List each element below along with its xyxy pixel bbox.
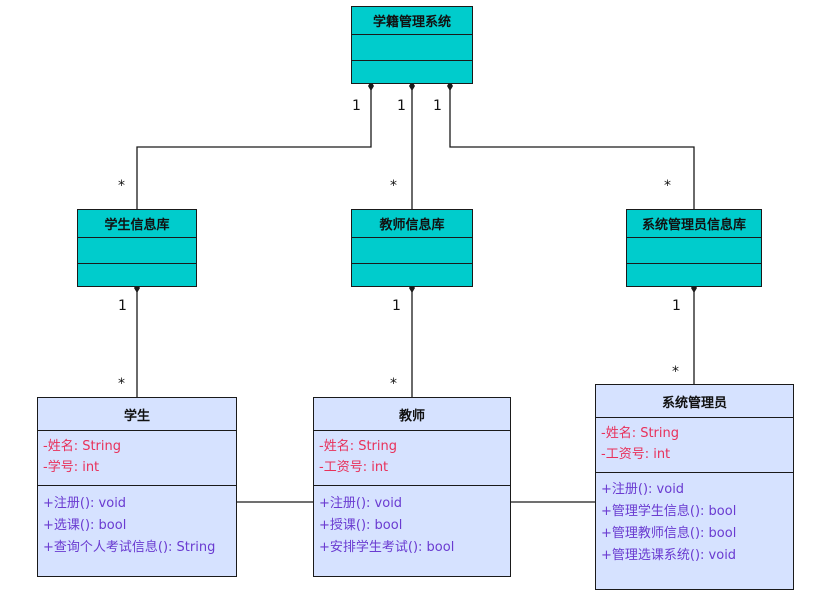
admin-class[interactable]: 系统管理员 -姓名: String -工资号: int +注册(): void … [595, 384, 794, 590]
multiplicity-sys-teacher-one: 1 [397, 98, 406, 114]
multiplicity-sys-admin-many: * [664, 178, 671, 194]
composition-sys-admin-repo [449, 86, 695, 210]
admin-repository-class[interactable]: 系统管理员信息库 [626, 209, 762, 287]
admin-operations-section: +注册(): void +管理学生信息(): bool +管理教师信息(): b… [596, 473, 793, 567]
teacher-repository-class[interactable]: 教师信息库 [351, 209, 473, 287]
admin-attribute: -工资号: int [601, 447, 671, 462]
admin-operation: +管理选课系统(): void [601, 548, 737, 563]
multiplicity-repo-student-one: 1 [118, 298, 127, 314]
multiplicity-sys-student-many: * [118, 178, 125, 194]
student-operation: +选课(): bool [43, 518, 127, 533]
multiplicity-sys-admin-one: 1 [433, 98, 442, 114]
multiplicity-repo-student-many: * [118, 376, 125, 392]
student-operation: +注册(): void [43, 496, 127, 511]
admin-repository-name: 系统管理员信息库 [627, 210, 761, 238]
system-operations-section [352, 61, 472, 84]
student-repository-class[interactable]: 学生信息库 [77, 209, 197, 287]
multiplicity-repo-teacher-many: * [390, 376, 397, 392]
admin-attributes-section: -姓名: String -工资号: int [596, 418, 793, 473]
teacher-operation: +安排学生考试(): bool [319, 540, 455, 555]
teacher-repository-name: 教师信息库 [352, 210, 472, 238]
admin-operation: +管理教师信息(): bool [601, 526, 737, 541]
multiplicity-sys-student-one: 1 [352, 98, 361, 114]
system-class[interactable]: 学籍管理系统 [351, 6, 473, 84]
student-class-name: 学生 [38, 398, 236, 431]
student-attribute: -学号: int [43, 460, 100, 475]
multiplicity-sys-teacher-many: * [390, 178, 397, 194]
teacher-operation: +授课(): bool [319, 518, 403, 533]
admin-repository-attributes [627, 238, 761, 264]
admin-operation: +注册(): void [601, 482, 685, 497]
admin-class-name: 系统管理员 [596, 385, 793, 418]
student-attribute: -姓名: String [43, 439, 122, 454]
student-repository-operations [78, 264, 196, 287]
teacher-operations-section: +注册(): void +授课(): bool +安排学生考试(): bool [314, 486, 510, 559]
admin-repository-operations [627, 264, 761, 287]
teacher-attributes-section: -姓名: String -工资号: int [314, 431, 510, 486]
teacher-class-name: 教师 [314, 398, 510, 431]
admin-operation: +管理学生信息(): bool [601, 504, 737, 519]
system-class-name: 学籍管理系统 [352, 7, 472, 35]
teacher-operation: +注册(): void [319, 496, 403, 511]
teacher-attribute: -工资号: int [319, 460, 389, 475]
student-repository-attributes [78, 238, 196, 264]
composition-sys-student-repo [136, 86, 372, 210]
student-operations-section: +注册(): void +选课(): bool +查询个人考试信息(): Str… [38, 486, 236, 559]
student-repository-name: 学生信息库 [78, 210, 196, 238]
multiplicity-repo-admin-one: 1 [672, 298, 681, 314]
multiplicity-repo-admin-many: * [672, 364, 679, 380]
system-attributes-section [352, 35, 472, 61]
teacher-class[interactable]: 教师 -姓名: String -工资号: int +注册(): void +授课… [313, 397, 511, 577]
teacher-repository-operations [352, 264, 472, 287]
student-operation: +查询个人考试信息(): String [43, 540, 216, 555]
teacher-repository-attributes [352, 238, 472, 264]
student-attributes-section: -姓名: String -学号: int [38, 431, 236, 486]
teacher-attribute: -姓名: String [319, 439, 398, 454]
multiplicity-repo-teacher-one: 1 [392, 298, 401, 314]
student-class[interactable]: 学生 -姓名: String -学号: int +注册(): void +选课(… [37, 397, 237, 577]
admin-attribute: -姓名: String [601, 426, 680, 441]
